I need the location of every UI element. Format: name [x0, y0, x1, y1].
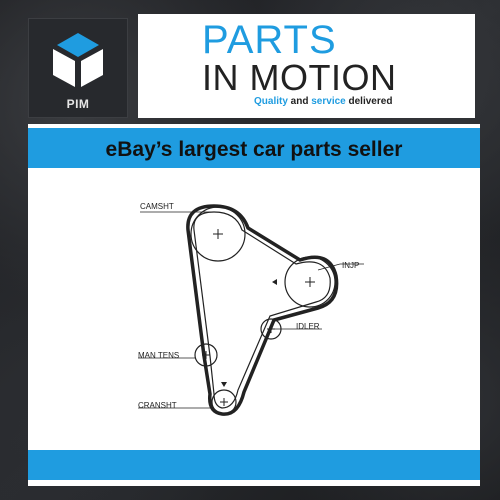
timing-belt-diagram: CAMSHT INJP IDLER MAN TENS CRANSHT [138, 202, 364, 416]
leader-lines [138, 211, 364, 409]
crankshaft-pulley [211, 382, 237, 415]
footer-bar [28, 450, 480, 480]
logo-text: PIM [66, 97, 90, 111]
manual-tensioner-pulley [194, 343, 218, 367]
tagline-delivered: delivered [345, 96, 393, 107]
camshaft-pulley [190, 206, 246, 262]
brand-title-parts: PARTS [202, 18, 337, 62]
tagline-quality: Quality [254, 96, 288, 107]
timing-belt [186, 204, 339, 416]
label-crankshaft: CRANSHT [138, 401, 177, 410]
label-manual-tensioner: MAN TENS [138, 351, 179, 360]
label-injection-pump: INJP [342, 261, 359, 270]
headline-bar: eBay’s largest car parts seller [28, 128, 480, 168]
pim-logo: PIM [28, 18, 128, 118]
brand-tagline: Quality and service delivered [254, 96, 392, 107]
crank-timing-mark [221, 382, 227, 387]
headline: eBay’s largest car parts seller [105, 138, 403, 161]
tagline-and: and [287, 96, 312, 107]
cube-icon [53, 33, 103, 87]
brand-banner: PARTS IN MOTION Quality and service deli… [138, 14, 475, 118]
injection-pump-pulley [272, 256, 336, 308]
content-panel: eBay’s largest car parts seller [28, 124, 480, 486]
label-camshaft: CAMSHT [140, 202, 174, 211]
timing-mark-arrow [272, 279, 277, 285]
brand-title-in-motion: IN MOTION [202, 57, 397, 98]
tagline-service: service [311, 96, 346, 107]
label-idler: IDLER [296, 322, 320, 331]
